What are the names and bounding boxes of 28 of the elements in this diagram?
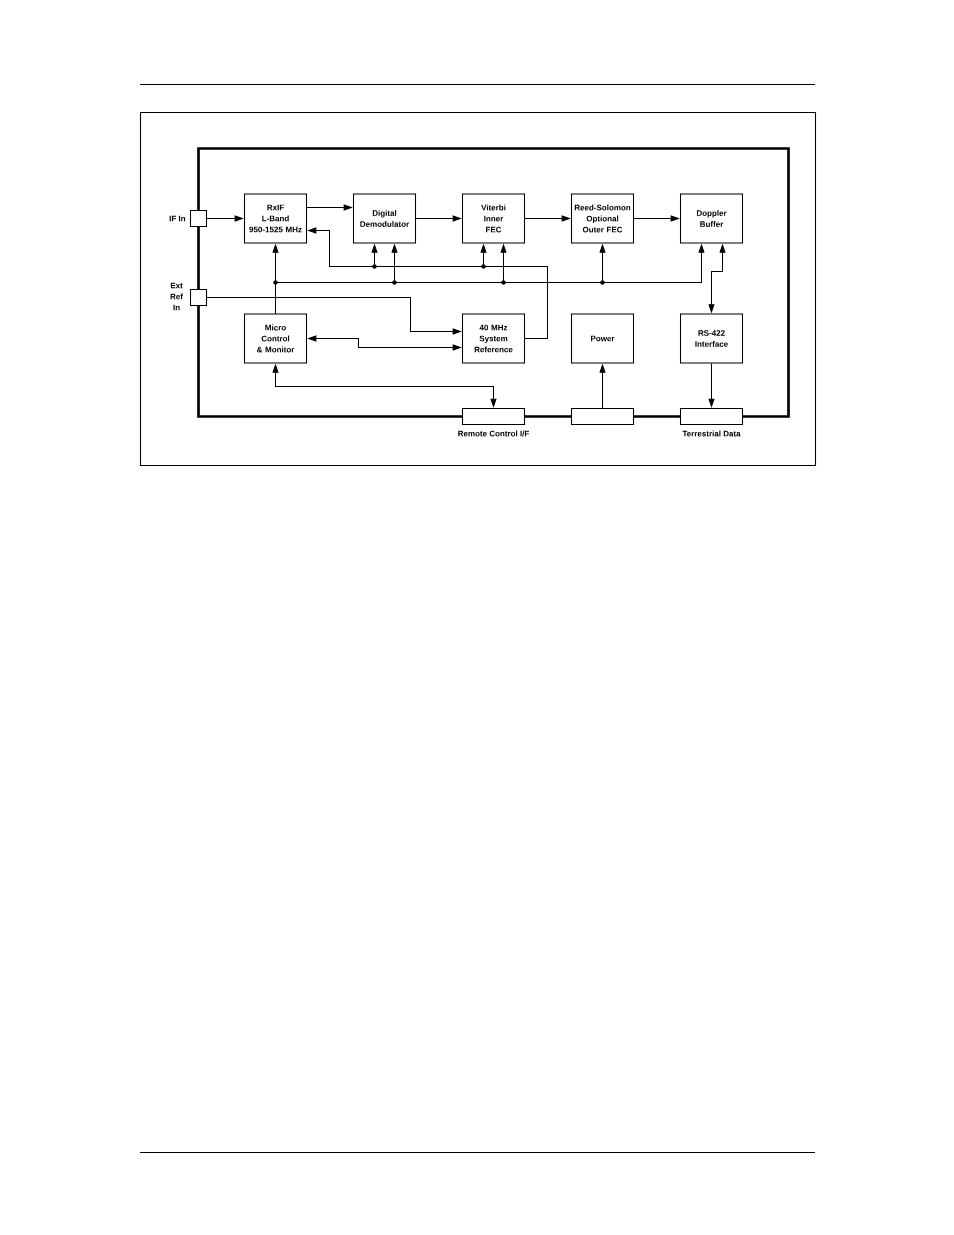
block-box: Power [570,313,635,364]
enclosure-frame [197,147,790,418]
block-box: Micro Control & Monitor [243,313,308,364]
arrow [524,215,570,222]
block-box: Doppler Buffer [679,193,744,244]
arrow [708,244,726,313]
connector-label: Ext Ref In [170,282,183,311]
block-box: Digital Demodulator [352,193,417,244]
arrow [599,364,606,409]
arrow [206,297,461,335]
block-box: RxIF L-Band 950-1525 MHz [243,193,308,244]
block-box: 40 MHz System Reference [461,313,526,364]
block-box: Viterbi Inner FEC [461,193,526,244]
arrow [306,204,352,211]
arrow [633,215,679,222]
arrow [206,215,243,222]
connector-label: IF In [169,215,186,222]
connector-label: Remote Control I/F [458,430,529,437]
arrow [272,364,497,407]
arrow [308,335,461,351]
connector-box [570,407,635,426]
connector-label: Terrestrial Data [682,430,741,437]
arrow [480,244,548,339]
block-box: RS-422 Interface [679,313,744,364]
arrow [708,363,715,407]
block-box: Reed-Solomon Optional Outer FEC [570,193,635,244]
arrow [275,244,705,314]
arrow [415,215,461,222]
